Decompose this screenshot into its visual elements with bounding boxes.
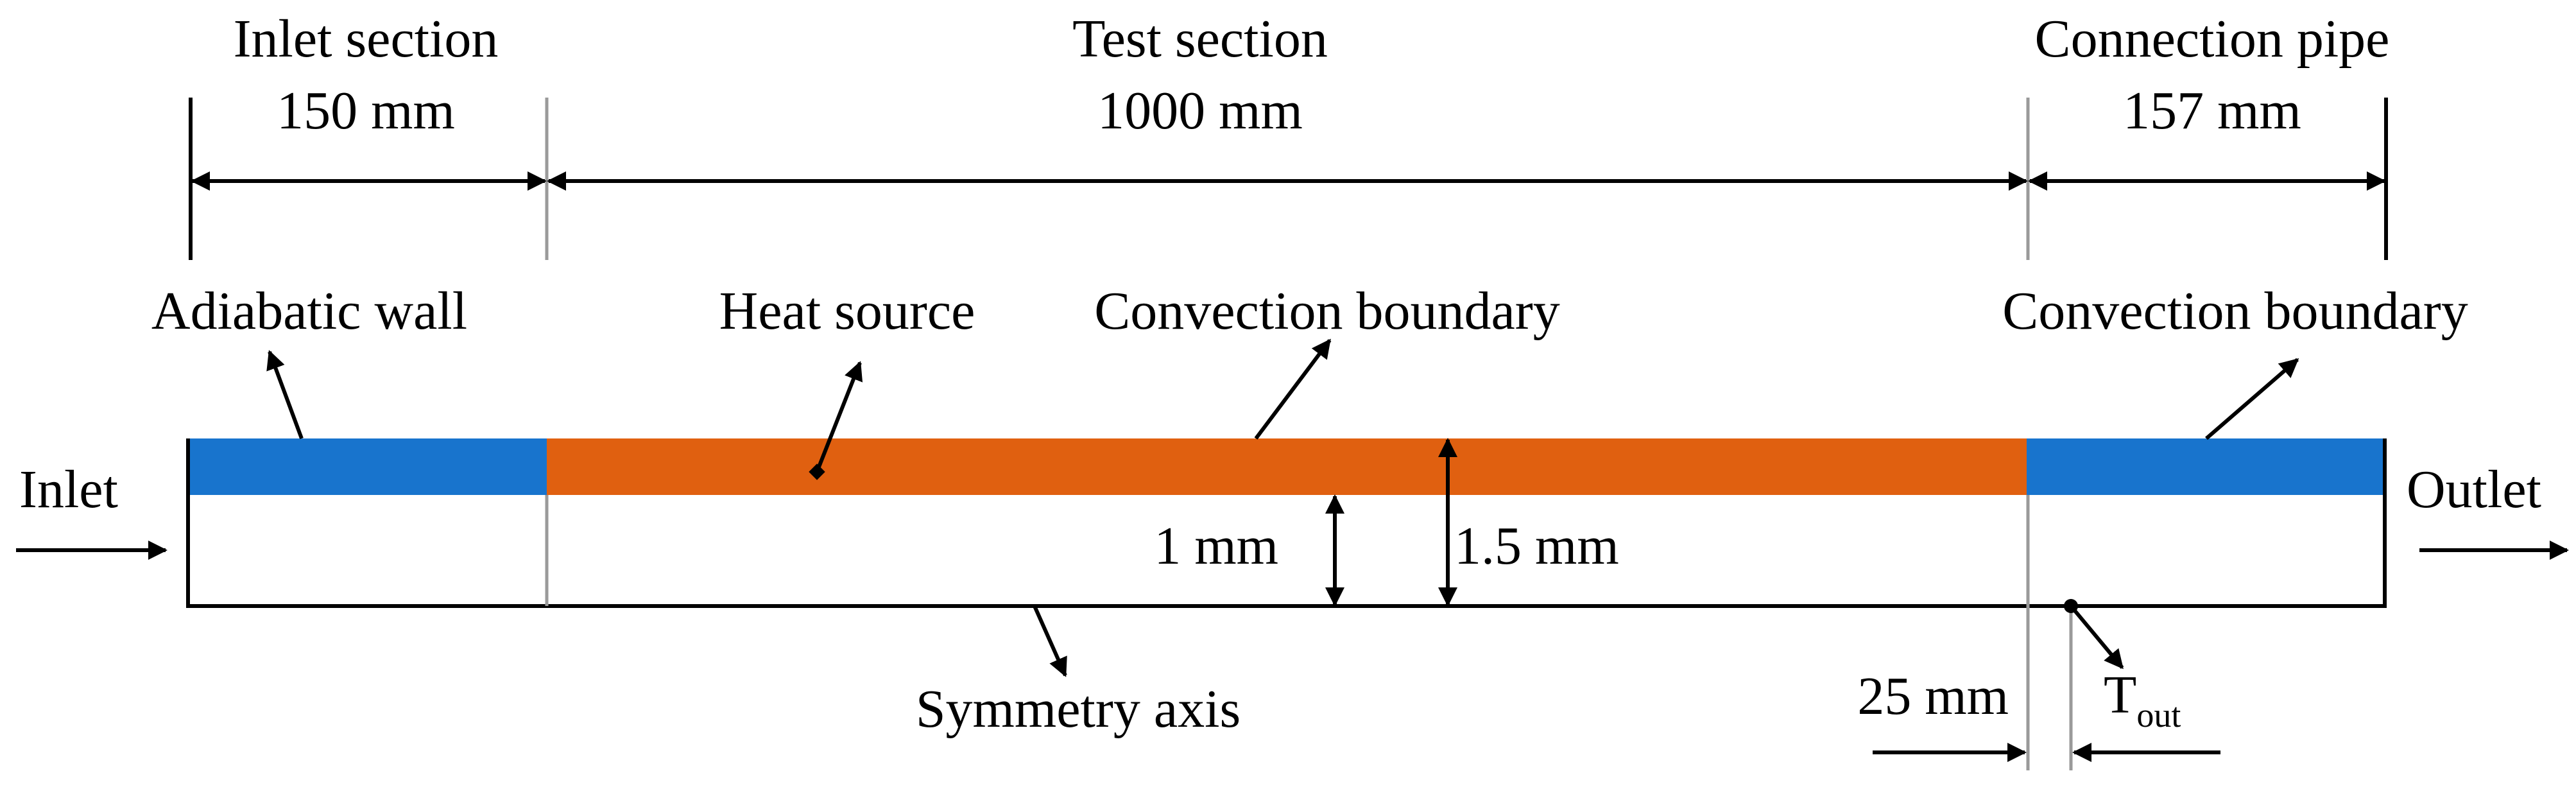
- inlet-section-title: Inlet section: [234, 9, 499, 69]
- inlet-section-length: 150 mm: [277, 81, 455, 141]
- connection-convection-band: [2027, 438, 2385, 495]
- connection-pipe-title: Connection pipe: [2035, 9, 2390, 69]
- sensor-leader: [2069, 605, 2124, 670]
- heat-source-band: [547, 438, 2027, 495]
- adiabatic-wall-band: [188, 438, 547, 495]
- symmetry-axis-label: Symmetry axis: [916, 679, 1241, 739]
- outer-radius-label: 1.5 mm: [1454, 516, 1619, 576]
- inner-radius-label: 1 mm: [1154, 516, 1278, 576]
- adiabatic-wall-leader: [266, 350, 304, 440]
- convection-boundary-test-label: Convection boundary: [1094, 281, 1560, 341]
- convection-boundary-connection-label: Convection boundary: [2002, 281, 2468, 341]
- sensor-offset-label: 25 mm: [1857, 666, 2009, 726]
- adiabatic-wall-label: Adiabatic wall: [151, 281, 467, 341]
- connection-pipe-length: 157 mm: [2123, 81, 2301, 141]
- symmetry-axis-leader: [1033, 605, 1067, 677]
- outlet-label: Outlet: [2407, 460, 2541, 519]
- heat-source-leader: [815, 361, 863, 473]
- heat-source-label: Heat source: [719, 281, 975, 341]
- convection-boundary-connection-leader: [2205, 358, 2299, 440]
- sensor-subscript: out: [2136, 696, 2181, 734]
- test-section-title: Test section: [1072, 9, 1328, 69]
- sensor-symbol: T: [2104, 665, 2136, 725]
- test-section-length: 1000 mm: [1097, 81, 1303, 141]
- sensor-label: Tout: [2104, 665, 2181, 734]
- inlet-label: Inlet: [19, 460, 118, 519]
- convection-boundary-test-leader: [1254, 338, 1332, 440]
